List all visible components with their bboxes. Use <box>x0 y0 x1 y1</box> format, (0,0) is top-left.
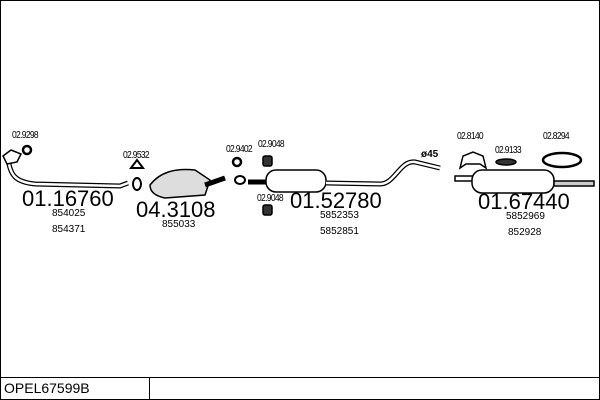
part-number: 01.52780 <box>290 188 382 213</box>
middle-muffler <box>265 169 327 193</box>
accessory-label: 02.9532 <box>123 150 150 161</box>
part-number: 01.16760 <box>22 186 114 211</box>
divider <box>0 377 600 378</box>
part-number: 04.3108 <box>136 197 216 222</box>
catalytic-converter <box>149 168 211 199</box>
accessory-label: 02.9298 <box>12 130 39 141</box>
accessory-label: 02.9402 <box>226 144 253 155</box>
part-number: 01.67440 <box>478 189 570 214</box>
oe-number: 852928 <box>508 227 542 238</box>
diagram-code: OPEL67599B <box>0 377 150 399</box>
oe-number: 5852851 <box>320 226 359 237</box>
accessory-label: 02.9048 <box>257 193 284 204</box>
gasket-02-9402 <box>231 156 243 168</box>
clamp-ring <box>234 175 246 185</box>
ring-gasket <box>132 177 142 191</box>
cat-outlet-pipe <box>204 175 226 188</box>
pipe-diameter: ø45 <box>421 149 439 160</box>
hanger-02-9048-top <box>262 155 273 167</box>
clamp-02-8294 <box>541 151 583 169</box>
front-pipe-inner <box>6 157 129 188</box>
accessory-label: 02.8140 <box>457 131 484 142</box>
oe-number: 854025 <box>52 208 86 219</box>
oe-number: 854371 <box>52 224 86 235</box>
gasket-02-9298 <box>21 144 33 156</box>
middle-pipe <box>325 159 441 187</box>
oe-number: 5852969 <box>506 211 545 222</box>
oe-number: 855033 <box>162 219 196 230</box>
tail-pipe <box>553 180 595 187</box>
front-flange <box>2 149 23 165</box>
accessory-label: 02.9048 <box>258 139 285 150</box>
gasket-02-9532 <box>129 158 145 169</box>
accessory-label: 02.8294 <box>543 131 570 142</box>
oe-number: 5852353 <box>320 210 359 221</box>
rubber-mount-02-8140 <box>458 151 488 170</box>
accessory-label: 02.9133 <box>495 145 522 156</box>
seal-02-9133 <box>495 158 517 166</box>
hanger-02-9048-bottom <box>262 204 273 216</box>
